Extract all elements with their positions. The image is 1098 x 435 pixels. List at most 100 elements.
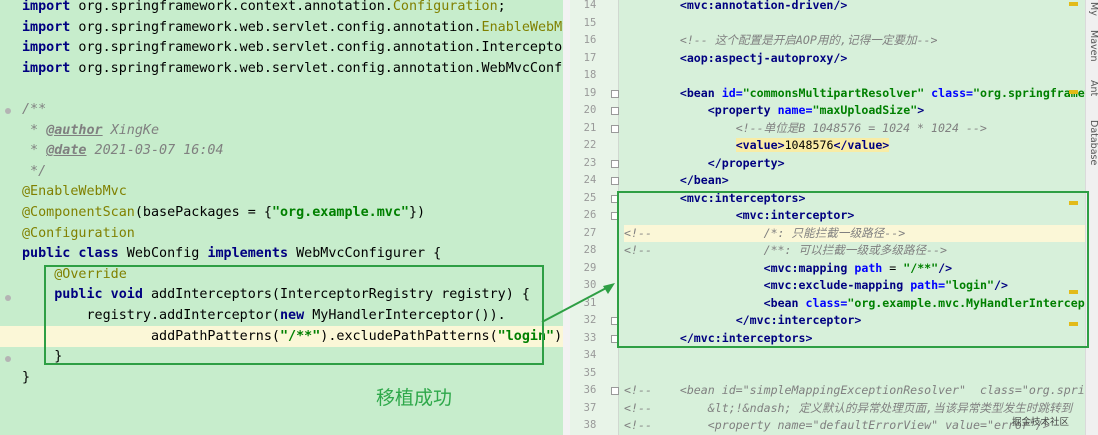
code-token: @date [46,143,87,159]
java-code-line[interactable]: */ [0,161,563,182]
java-editor-pane[interactable]: import org.springframework.context.annot… [0,0,563,435]
line-number: 37 [583,401,597,414]
line-number: 29 [583,261,597,274]
java-code-line[interactable]: * @author XingKe [0,120,563,141]
xml-code-line[interactable]: <!-- &lt;!&ndash; 定义默认的异常处理页面,当该异常类型发生时跳… [624,400,1085,418]
xml-code-line[interactable]: <!--单位是B 1048576 = 1024 * 1024 --> [624,120,1085,138]
line-number: 22 [583,139,597,151]
code-token: <!-- &lt;!&ndash; 定义默认的异常处理页面,当该异常类型发生时跳… [624,400,1073,415]
xml-code-line[interactable]: <!-- 这个配置是开启AOP用的,记得一定要加--> [624,32,1085,50]
fold-toggle-icon[interactable] [611,89,619,98]
xml-code-line[interactable]: </bean> [624,172,1085,190]
code-token [624,103,708,117]
java-code-line[interactable]: import org.springframework.web.servlet.c… [0,37,563,58]
fold-toggle-icon[interactable] [611,177,619,185]
code-token: <bean [763,295,806,310]
xml-code-line[interactable] [624,365,1085,383]
xml-code-line[interactable]: <!-- /*: 只能拦截一级路径--> [624,224,1085,242]
code-token: MyHandlerInterceptor()). [304,308,506,323]
xml-code-line[interactable]: <mvc:annotation-driven/> [624,0,1085,15]
method-end-marker[interactable] [5,356,11,362]
code-token: org.springframework.web.servlet.config.a… [70,40,563,56]
xml-code-line[interactable]: <mvc:exclude-mapping path="login"/> [624,277,1085,295]
fold-toggle-icon[interactable] [611,387,619,395]
code-token: * [22,143,47,159]
java-code-line[interactable]: @Override [0,264,563,285]
xml-code-line[interactable]: <bean class="org.example.mvc.MyHandlerIn… [624,295,1085,313]
tool-tab-maven[interactable]: Maven [1088,30,1098,62]
doc-fold-marker[interactable] [5,108,11,114]
warning-stripe-marker[interactable] [1069,290,1078,294]
java-code-line[interactable]: import org.springframework.context.annot… [0,0,563,17]
fold-toggle-icon[interactable] [611,124,619,133]
code-token: import [22,0,71,14]
xml-code-line[interactable]: <mvc:interceptor> [624,207,1085,225]
code-token: import [22,60,71,76]
code-token: </mvc:interceptors> [679,330,813,345]
java-code-line[interactable]: import org.springframework.web.servlet.c… [0,58,563,79]
java-code-line[interactable]: * @date 2021-03-07 16:04 [0,140,563,161]
line-number: 34 [583,349,597,361]
watermark: 掘金技术社区 [1012,417,1070,428]
method-fold-marker[interactable] [5,295,11,301]
xml-code-line[interactable]: </mvc:interceptor> [624,312,1085,330]
code-token [624,138,736,152]
warning-stripe-marker[interactable] [1069,201,1078,205]
code-token: registry.addInterceptor( [22,308,280,323]
code-token: addPathPatterns( [22,328,280,344]
xml-code-line[interactable] [624,67,1085,85]
line-number: 27 [583,226,597,239]
java-code-line[interactable]: registry.addInterceptor(new MyHandlerInt… [0,305,563,326]
warning-stripe-marker[interactable] [1069,2,1078,6]
code-token: "commonsMultipartResolver" [742,85,925,100]
java-code-line[interactable]: public class WebConfig implements WebMvc… [0,243,563,264]
xml-code-line[interactable]: <bean id="commonsMultipartResolver" clas… [624,85,1085,103]
java-code-line[interactable]: @EnableWebMvc [0,181,563,202]
code-token: name= [777,103,813,117]
fold-toggle-icon[interactable] [611,159,619,168]
code-token: @author [46,122,103,138]
xml-code-line[interactable]: </property> [624,155,1085,173]
xml-code-line[interactable] [624,347,1085,365]
code-token: = [882,260,904,275]
java-code-line[interactable]: addPathPatterns("/**").excludePathPatter… [0,325,563,347]
java-code-line[interactable]: } [0,346,563,367]
java-code-line[interactable]: } [0,367,563,388]
line-number: 36 [583,384,597,396]
warning-stripe-marker[interactable] [1069,322,1078,326]
code-token: <property [707,103,778,117]
xml-code-line[interactable]: <!-- <bean id="simpleMappingExceptionRes… [624,382,1085,400]
code-token: <aop:aspectj-autoproxy/> [679,50,848,65]
java-code-line[interactable]: public void addInterceptors(InterceptorR… [0,284,563,305]
xml-code-line[interactable]: <!-- <property name="defaultErrorView" v… [624,417,1085,435]
java-code-line[interactable]: import org.springframework.web.servlet.c… [0,17,563,38]
java-code-line[interactable]: @ComponentScan(basePackages = {"org.exam… [0,202,563,223]
fold-toggle-icon[interactable] [611,107,619,115]
tool-tab-ant[interactable]: Ant [1088,80,1098,97]
xml-code-line[interactable] [624,15,1085,33]
xml-code-line[interactable]: <mvc:mapping path = "/**"/> [624,260,1085,278]
code-token: /> [993,278,1008,292]
java-code-line[interactable]: /** [0,99,563,120]
code-token: 2021-03-07 16:04 [86,143,224,159]
xml-code-line[interactable]: <!-- /**: 可以拦截一级或多级路径--> [624,242,1085,260]
code-token: @Override [22,266,127,282]
xml-code-line[interactable]: </mvc:interceptors> [624,330,1085,348]
code-token: "org.example.mvc.MyHandlerInterceptor" [847,295,1085,310]
code-token: }) [409,205,426,220]
java-code-line[interactable]: @Configuration [0,223,563,244]
xml-code-line[interactable]: <aop:aspectj-autoproxy/> [624,50,1085,68]
xml-code-line[interactable]: <mvc:interceptors> [624,190,1085,208]
java-code-line[interactable] [0,78,563,99]
code-token: ).excludePathPatterns( [320,328,498,344]
code-token: </bean> [679,173,729,187]
code-token: </mvc:interceptor> [735,313,862,327]
pane-divider[interactable] [563,0,570,435]
tool-tab-database[interactable]: Database [1088,120,1098,166]
tool-tab-my[interactable]: My [1088,2,1098,16]
xml-code-line[interactable]: <value>1048576</value> [624,137,1085,155]
xml-code-line[interactable]: <property name="maxUploadSize"> [624,102,1085,120]
code-token: 1048576 [784,138,834,152]
warning-stripe-marker[interactable] [1069,90,1078,94]
